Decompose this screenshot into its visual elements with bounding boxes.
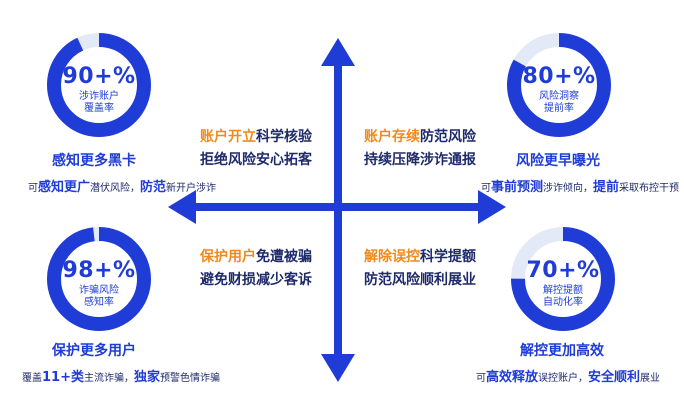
desc-highlight: 独家 — [133, 370, 160, 385]
center-statement-bottom-right: 解除误控科学提额 防范风险顺利展业 — [364, 246, 476, 292]
desc-text: 覆盖 — [22, 373, 42, 384]
left-arrowhead — [168, 190, 196, 224]
quadrant-desc-top-right: 可事前预测涉诈倾向，提前采取布控干预 — [481, 176, 679, 195]
ring-value: 98+% — [62, 258, 136, 283]
desc-highlight: 防范 — [140, 180, 167, 195]
statement-highlight: 账户开立 — [200, 129, 256, 145]
desc-highlight: 事前预测 — [491, 180, 544, 195]
ring-progress-arc — [47, 33, 151, 137]
ring-progress-arc — [47, 227, 151, 331]
desc-highlight: 提前 — [593, 180, 620, 195]
desc-text: 可 — [476, 373, 486, 384]
desc-highlight: 安全顺利 — [588, 370, 641, 385]
statement-line-1: 账户开立科学核验 — [200, 126, 312, 149]
desc-highlight: 11+类 — [42, 370, 84, 385]
down-arrowhead — [321, 354, 355, 382]
ring-chart-top-right: 80+% 风险洞察 提前率 — [504, 30, 614, 140]
desc-text: 涉诈倾向， — [543, 183, 594, 194]
quadrant-desc-bottom-left: 覆盖11+类主流诈骗，独家预警色情诈骗 — [22, 366, 220, 385]
desc-text: 主流诈骗， — [83, 373, 134, 384]
ring-graphic — [47, 227, 151, 331]
statement-rest: 防范风险 — [420, 129, 476, 145]
desc-text: 可 — [28, 183, 38, 194]
right-arrowhead — [478, 190, 506, 224]
desc-text: 新开户涉诈 — [166, 183, 217, 194]
desc-text: 预警色情诈骗 — [160, 373, 220, 384]
quadrant-title-bottom-left: 保护更多用户 — [52, 343, 136, 359]
statement-line-2: 拒绝风险安心拓客 — [200, 152, 312, 168]
ring-chart-bottom-left: 98+% 诈骗风险 感知率 — [44, 224, 154, 334]
statement-line-2: 防范风险顺利展业 — [364, 272, 476, 288]
statement-line-1: 保护用户免遭被骗 — [200, 246, 312, 269]
center-statement-top-left: 账户开立科学核验 拒绝风险安心拓客 — [200, 126, 312, 172]
statement-rest: 科学核验 — [256, 129, 312, 145]
quadrant-title-top-left: 感知更多黑卡 — [52, 153, 136, 169]
quadrant-title-bottom-right: 解控更加高效 — [520, 343, 604, 359]
desc-highlight: 高效释放 — [486, 370, 539, 385]
statement-line-1: 解除误控科学提额 — [364, 246, 476, 269]
statement-highlight: 账户存续 — [364, 129, 420, 145]
ring-label: 涉诈账户 覆盖率 — [79, 91, 119, 114]
up-arrowhead — [321, 38, 355, 66]
desc-text: 采取布控干预 — [619, 183, 680, 194]
ring-chart-top-left: 90+% 涉诈账户 覆盖率 — [44, 30, 154, 140]
desc-text: 可 — [481, 183, 491, 194]
statement-line-2: 避免财损减少客诉 — [200, 272, 312, 288]
ring-graphic — [511, 227, 615, 331]
ring-graphic — [507, 33, 611, 137]
desc-highlight: 感知更广 — [38, 180, 91, 195]
ring-value: 70+% — [526, 258, 600, 283]
ring-chart-bottom-right: 70+% 解控提额 自动化率 — [508, 224, 618, 334]
desc-text: 展业 — [640, 373, 661, 384]
center-statement-top-right: 账户存续防范风险 持续压降涉诈通报 — [364, 126, 476, 172]
ring-label: 诈骗风险 感知率 — [79, 285, 119, 308]
ring-value: 90+% — [62, 64, 136, 89]
ring-label: 风险洞察 提前率 — [539, 91, 579, 114]
statement-rest: 免遭被骗 — [256, 249, 312, 265]
statement-rest: 科学提额 — [420, 249, 476, 265]
statement-highlight: 保护用户 — [200, 249, 256, 265]
quadrant-desc-bottom-right: 可高效释放误控账户，安全顺利展业 — [476, 366, 660, 385]
ring-label: 解控提额 自动化率 — [543, 285, 583, 308]
ring-graphic — [47, 33, 151, 137]
statement-line-1: 账户存续防范风险 — [364, 126, 476, 149]
quadrant-desc-top-left: 可感知更广潜伏风险，防范新开户涉诈 — [28, 176, 216, 195]
vertical-axis — [334, 60, 342, 360]
center-statement-bottom-left: 保护用户免遭被骗 避免财损减少客诉 — [200, 246, 312, 292]
statement-highlight: 解除误控 — [364, 249, 420, 265]
desc-text: 潜伏风险， — [90, 183, 141, 194]
quadrant-title-top-right: 风险更早曝光 — [516, 153, 600, 169]
statement-line-2: 持续压降涉诈通报 — [364, 152, 476, 168]
ring-value: 80+% — [522, 64, 596, 89]
ring-progress-arc — [511, 227, 615, 331]
desc-text: 误控账户， — [538, 373, 589, 384]
ring-progress-arc — [507, 33, 611, 137]
